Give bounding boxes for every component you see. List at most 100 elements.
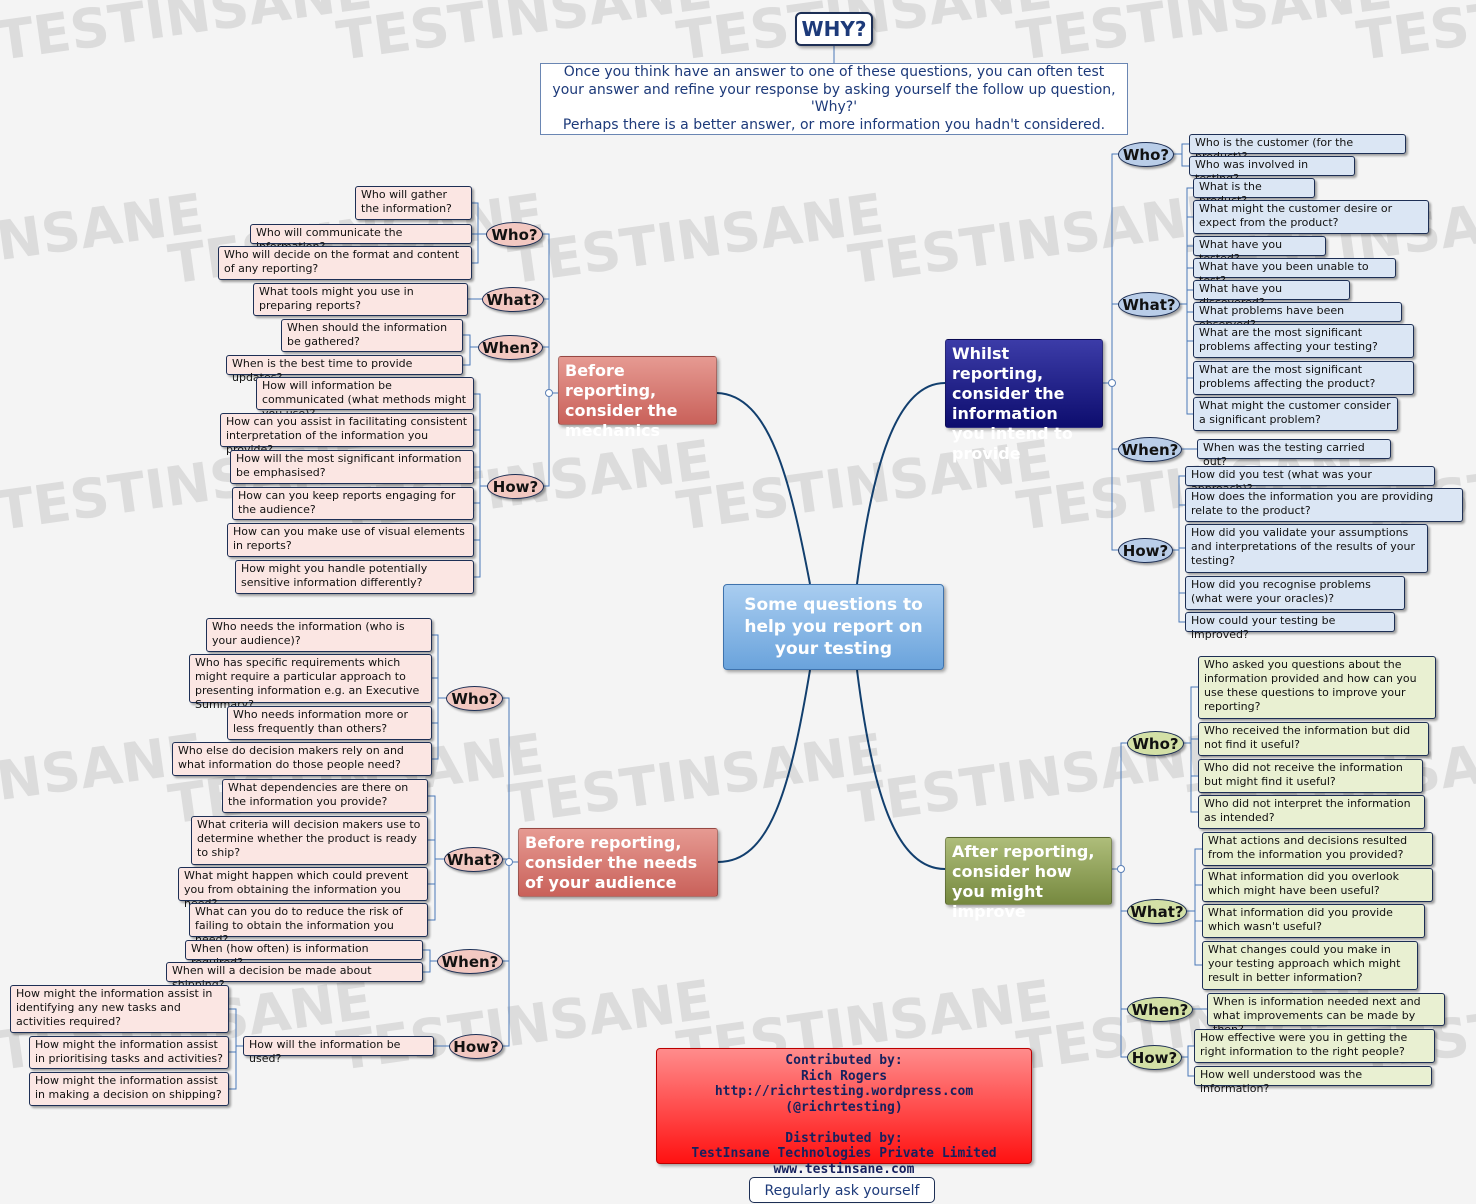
audience-how-subitem[interactable]: How might the information assist in iden… [10, 985, 229, 1033]
watermark-text: TESTINSANE [845, 182, 1228, 297]
whilst-what-item[interactable]: What might the customer consider a signi… [1193, 397, 1398, 431]
audience-how-subitem[interactable]: How might the information assist in prio… [29, 1036, 229, 1069]
mechanics-what-item[interactable]: What tools might you use in preparing re… [253, 283, 468, 316]
junction-marker [1117, 865, 1125, 873]
whilst-what-item[interactable]: What are the most significant problems a… [1193, 324, 1414, 358]
mechanics-when-item[interactable]: When should the information be gathered? [281, 319, 463, 352]
after-who-item[interactable]: Who did not interpret the information as… [1198, 795, 1425, 829]
after-what-item[interactable]: What actions and decisions resulted from… [1202, 832, 1433, 866]
whilst-how-pill[interactable]: How? [1118, 538, 1173, 563]
whilst-what-item[interactable]: What have you been unable to test? [1193, 258, 1396, 287]
why-note-line: your answer and refine your response by … [552, 81, 1116, 98]
whilst-what-item[interactable]: What might the customer desire or expect… [1193, 200, 1429, 234]
after-how-item[interactable]: How well understood was the information? [1194, 1066, 1432, 1095]
audience-who-item[interactable]: Who needs the information (who is your a… [206, 618, 432, 652]
audience-what-item[interactable]: What might happen which could prevent yo… [178, 867, 428, 910]
topic-audience[interactable]: Before reporting, consider the needs of … [518, 828, 718, 897]
after-what-item[interactable]: What information did you provide which w… [1202, 904, 1425, 938]
mechanics-how-item[interactable]: How can you assist in facilitating consi… [220, 413, 474, 456]
whilst-who-pill[interactable]: Who? [1118, 142, 1174, 167]
watermark-text: TESTINSANE [1013, 0, 1396, 73]
audience-what-item[interactable]: What can you do to reduce the risk of fa… [189, 903, 428, 946]
after-what-item[interactable]: What information did you overlook which … [1202, 868, 1433, 902]
credits-line: TestInsane Technologies Private Limited [691, 1146, 997, 1161]
whilst-when-item[interactable]: When was the testing carried out? [1197, 439, 1391, 468]
credits-link[interactable]: www.testinsane.com [773, 1161, 915, 1177]
why-note-line: 'Why?' [810, 99, 858, 115]
mechanics-who-item[interactable]: Who will communicate the information? [250, 224, 472, 253]
why-note: Once you think have an answer to one of … [540, 63, 1128, 135]
central-topic[interactable]: Some questions to help you report on you… [723, 584, 944, 670]
junction-marker [505, 858, 513, 866]
whilst-what-item[interactable]: What problems have been observed? [1193, 302, 1402, 331]
watermark-text: TESTINSANE [505, 182, 888, 297]
credits-link[interactable]: http://richrtesting.wordpress.com (@rich… [714, 1084, 974, 1115]
audience-who-pill[interactable]: Who? [446, 686, 503, 711]
audience-how-subitem[interactable]: How might the information assist in maki… [29, 1072, 229, 1106]
audience-what-item[interactable]: What criteria will decision makers use t… [191, 816, 428, 865]
after-what-pill[interactable]: What? [1127, 899, 1187, 924]
credits-line [657, 1115, 1031, 1131]
watermark-text: TESTINSANE [333, 0, 716, 73]
credits-line: Rich Rogers [800, 1068, 888, 1084]
audience-how-pill[interactable]: How? [449, 1034, 503, 1059]
audience-how-item[interactable]: How will the information be used? [243, 1036, 434, 1065]
audience-when-item[interactable]: When (how often) is information required… [185, 940, 423, 969]
credits-line: Distributed by: [785, 1130, 903, 1146]
whilst-what-item[interactable]: What are the most significant problems a… [1193, 361, 1414, 395]
mechanics-when-pill[interactable]: When? [478, 335, 543, 360]
after-who-item[interactable]: Who did not receive the information but … [1198, 759, 1423, 793]
whilst-how-item[interactable]: How does the information you are providi… [1185, 488, 1463, 522]
after-who-item[interactable]: Who received the information but did not… [1198, 722, 1429, 756]
audience-when-pill[interactable]: When? [437, 949, 503, 974]
whilst-when-pill[interactable]: When? [1118, 437, 1182, 462]
junction-marker [545, 389, 553, 397]
topic-after[interactable]: After reporting, consider how you might … [945, 837, 1112, 921]
whilst-how-item[interactable]: How did you recognise problems (what wer… [1185, 576, 1405, 610]
whilst-who-item[interactable]: Who is the customer (for the product)? [1189, 134, 1406, 163]
audience-who-item[interactable]: Who else do decision makers rely on and … [172, 742, 432, 776]
topic-whilst[interactable]: Whilst reporting, consider the informati… [945, 339, 1103, 463]
mechanics-who-item[interactable]: Who will decide on the format and conten… [218, 246, 472, 280]
watermark-text: TESTINSANE [0, 0, 376, 73]
mechanics-how-item[interactable]: How can you keep reports engaging for th… [232, 487, 474, 520]
whilst-what-item[interactable]: What have you discovered? [1193, 280, 1350, 309]
mechanics-who-pill[interactable]: Who? [486, 222, 543, 247]
after-who-pill[interactable]: Who? [1127, 731, 1184, 756]
after-how-pill[interactable]: How? [1127, 1045, 1182, 1070]
mechanics-when-item[interactable]: When is the best time to provide updates… [226, 355, 463, 384]
whilst-how-item[interactable]: How could your testing be improved? [1185, 612, 1395, 641]
whilst-how-item[interactable]: How did you test (what was your approach… [1185, 466, 1435, 495]
mechanics-how-pill[interactable]: How? [487, 474, 544, 499]
audience-what-item[interactable]: What dependencies are there on the infor… [222, 779, 428, 813]
why-title[interactable]: WHY? [795, 12, 873, 46]
watermark-text: TESTINSANE [1353, 0, 1476, 73]
topic-mechanics[interactable]: Before reporting, consider the mechanics [558, 356, 717, 440]
whilst-what-item[interactable]: What is the product? [1193, 178, 1315, 207]
after-what-item[interactable]: What changes could you make in your test… [1202, 941, 1418, 990]
audience-who-item[interactable]: Who needs information more or less frequ… [227, 706, 432, 740]
after-who-item[interactable]: Who asked you questions about the inform… [1198, 656, 1436, 719]
mechanics-how-item[interactable]: How will the most significant informatio… [230, 450, 474, 484]
mechanics-how-item[interactable]: How will information be communicated (wh… [256, 377, 474, 420]
whilst-what-pill[interactable]: What? [1118, 292, 1180, 317]
audience-what-pill[interactable]: What? [444, 847, 503, 872]
why-note-line: Perhaps there is a better answer, or mor… [562, 116, 1106, 133]
whilst-how-item[interactable]: How did you validate your assumptions an… [1185, 524, 1428, 573]
mechanics-what-pill[interactable]: What? [482, 287, 544, 312]
audience-who-item[interactable]: Who has specific requirements which migh… [189, 654, 432, 711]
mechanics-who-item[interactable]: Who will gather the information? [355, 186, 472, 220]
after-how-item[interactable]: How effective were you in getting the ri… [1194, 1029, 1435, 1063]
footer-note[interactable]: Regularly ask yourself [749, 1177, 935, 1203]
mechanics-how-item[interactable]: How might you handle potentially sensiti… [235, 560, 474, 594]
credits-box: Contributed by: Rich Rogers http://richr… [656, 1048, 1032, 1177]
after-when-item[interactable]: When is information needed next and what… [1207, 993, 1445, 1036]
watermark-text: TESTINSANE [505, 722, 888, 837]
audience-when-item[interactable]: When will a decision be made about shipp… [166, 962, 423, 991]
whilst-who-item[interactable]: Who was involved in testing? [1189, 156, 1355, 185]
mechanics-how-item[interactable]: How can you make use of visual elements … [227, 523, 474, 557]
after-when-pill[interactable]: When? [1127, 997, 1193, 1022]
credits-line: Contributed by: [785, 1053, 903, 1068]
whilst-what-item[interactable]: What have you tested? [1193, 236, 1326, 265]
why-note-line: Once you think have an answer to one of … [563, 64, 1105, 80]
